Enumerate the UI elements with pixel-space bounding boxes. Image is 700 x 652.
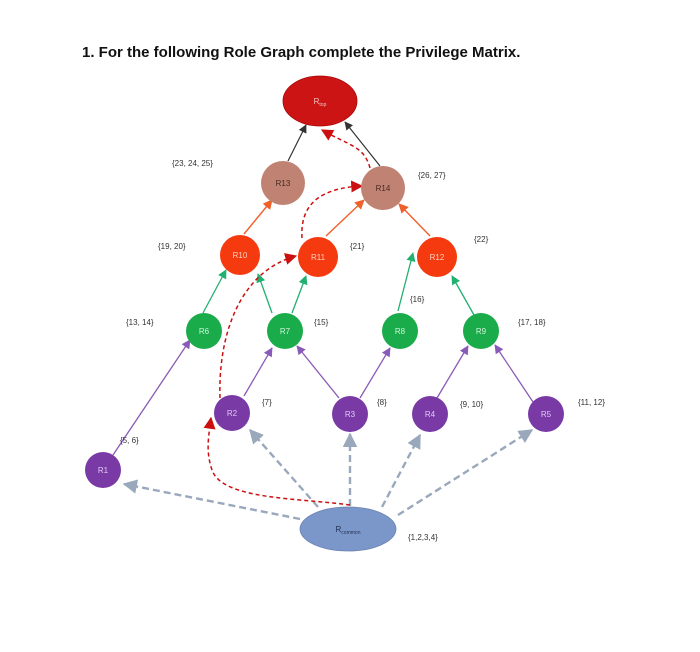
node-r14-label: R14	[376, 184, 391, 193]
node-r4: R4	[412, 396, 448, 432]
privilege-label-r1: {5, 6}	[120, 436, 139, 445]
privilege-label-r8: {16}	[410, 295, 425, 304]
edge-r3-r7	[296, 345, 340, 399]
edge-rcommon-r2	[249, 428, 319, 508]
node-rtop-label: R	[314, 97, 320, 106]
edge-rcommon-r1	[122, 479, 301, 521]
node-r7-label: R7	[280, 327, 291, 336]
node-r5: R5	[528, 396, 564, 432]
privilege-label-r10: {19, 20}	[158, 242, 186, 251]
node-r9: R9	[463, 313, 499, 349]
edge-r9-r12	[451, 275, 475, 316]
red-dashed-path	[203, 416, 351, 506]
node-r3: R3	[332, 396, 368, 432]
node-r14: R14	[361, 166, 405, 210]
privilege-label-r7: {15}	[314, 318, 329, 327]
privilege-label-r2: {7}	[262, 398, 272, 407]
node-rcommon: Rcommon	[299, 506, 397, 552]
edge-r13-rtop	[287, 124, 307, 162]
node-r10-label: R10	[233, 251, 248, 260]
node-rtop: Rtop	[282, 75, 358, 127]
privilege-label-r3: {8}	[377, 398, 387, 407]
edge-r7-r11	[291, 275, 308, 314]
edge-rcommon-r4	[380, 433, 422, 508]
edge-r6-r10	[202, 269, 227, 314]
privilege-label-rcommon: {1,2,3,4}	[408, 533, 438, 542]
red-dashed-path-r2-r11	[219, 253, 298, 399]
node-rcommon-label: R	[336, 525, 342, 534]
page-heading: 1. For the following Role Graph complete…	[82, 44, 521, 61]
edge-r4-r9	[436, 345, 469, 399]
node-r10: R10	[220, 235, 260, 275]
node-r7: R7	[267, 313, 303, 349]
edge-r8-r12	[397, 252, 416, 312]
privilege-label-r14: {26, 27}	[418, 171, 446, 180]
privilege-label-r13: {23, 24, 25}	[172, 159, 213, 168]
node-r6-label: R6	[199, 327, 210, 336]
node-r12-label: R12	[430, 253, 445, 262]
edge-r1-r6	[112, 339, 191, 456]
red-dashed-path-r14-rtop	[320, 129, 371, 169]
node-rtop-sub: top	[319, 102, 326, 108]
node-r2-label: R2	[227, 409, 238, 418]
privilege-label-r9: {17, 18}	[518, 318, 546, 327]
node-r12: R12	[417, 237, 457, 277]
edge-rcommon-r5	[397, 428, 534, 517]
node-r4-label: R4	[425, 410, 436, 419]
node-r5-label: R5	[541, 410, 552, 419]
svg-text:Rtop: Rtop	[314, 97, 327, 108]
privilege-label-r12: {22}	[474, 235, 489, 244]
node-r3-label: R3	[345, 410, 356, 419]
privilege-label-r6: {13, 14}	[126, 318, 154, 327]
node-r9-label: R9	[476, 327, 487, 336]
edge-r3-r8	[359, 347, 391, 399]
edge-r7-r10	[256, 273, 273, 314]
edge-r2-r7	[243, 347, 273, 397]
edge-r12-r14	[398, 203, 431, 237]
node-r6: R6	[186, 313, 222, 349]
privilege-label-r5: {11, 12}	[578, 398, 605, 407]
node-r11: R11	[298, 237, 338, 277]
edge-r14-rtop	[344, 121, 381, 167]
privilege-label-r4: {9, 10}	[460, 400, 483, 409]
node-rcommon-sub: common	[341, 530, 360, 536]
node-r1: R1	[85, 452, 121, 488]
node-r13-label: R13	[276, 179, 291, 188]
red-dashed-path-r11-r14	[301, 180, 364, 239]
node-r8: R8	[382, 313, 418, 349]
edge-r11-r14	[325, 199, 365, 237]
svg-text:Rcommon: Rcommon	[336, 525, 361, 536]
edge-r5-r9	[494, 344, 534, 403]
node-r11-label: R11	[311, 253, 326, 262]
node-r13: R13	[261, 161, 305, 205]
edge-r10-r13	[243, 199, 273, 235]
node-r1-label: R1	[98, 466, 109, 475]
privilege-label-r11: {21}	[350, 242, 365, 251]
node-r2: R2	[214, 395, 250, 431]
node-r8-label: R8	[395, 327, 406, 336]
